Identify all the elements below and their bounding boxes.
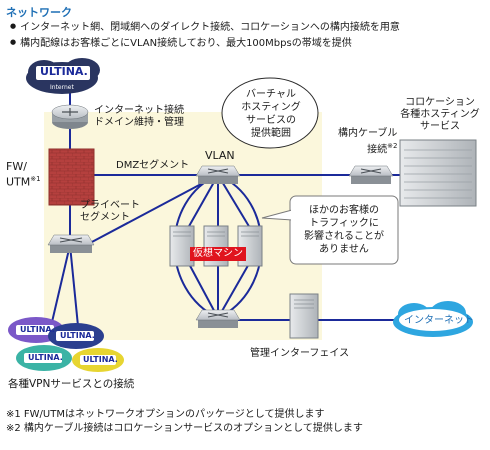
ultina-internet-label: ULTINA. — [40, 65, 88, 78]
ultina-vpn-label: ULTINA. — [28, 353, 63, 362]
traffic-note-bubble — [261, 195, 399, 265]
hosting-range-bubble — [221, 77, 319, 149]
internet-connection-label: インターネット接続 ドメイン維持・管理 — [94, 105, 184, 128]
bullet-list: インターネット網、閉域網へのダイレクト接続、コロケーションへの構内接続を用意 構… — [10, 19, 400, 51]
traffic-note-label: ほかのお客様の トラフィックに 影響されることが ありません — [304, 205, 384, 255]
campus-switch-icon — [348, 165, 394, 184]
internet-cloud-label: インターネット — [404, 315, 474, 326]
colocation-rack-icon — [399, 139, 477, 207]
page-title: ネットワーク — [6, 6, 72, 19]
router-icon — [51, 104, 89, 129]
fw-utm-label: FW/ UTM※1 — [6, 160, 41, 189]
firewall-icon — [48, 148, 95, 206]
bullet-item: インターネット網、閉域網へのダイレクト接続、コロケーションへの構内接続を用意 — [10, 19, 400, 35]
ultina-internet-cloud — [26, 58, 100, 94]
colocation-label: コロケーション 各種ホスティング サービス — [400, 97, 480, 132]
ultina-vpn-label: ULTINA. — [20, 325, 55, 334]
ultina-vpn-label: ULTINA. — [60, 331, 95, 340]
vpn-services-label: 各種VPNサービスとの接続 — [8, 378, 135, 390]
management-interface-label: 管理インターフェイス — [250, 348, 350, 359]
bullet-item: 構内配線はお客様ごとにVLAN接続しており、最大100Mbpsの帯域を提供 — [10, 35, 400, 51]
ultina-internet-sublabel: Internet — [50, 84, 74, 91]
dmz-segment-label: DMZセグメント — [116, 160, 190, 171]
footnote-1: ※1 FW/UTMはネットワークオプションのパッケージとして提供します — [6, 409, 325, 420]
vlan-switch-icon — [195, 165, 241, 184]
hosting-range-label: バーチャル ホスティング サービスの 提供範囲 — [241, 89, 301, 139]
footnote-2: ※2 構内ケーブル接続はコロケーションサービスのオプションとして提供します — [6, 423, 363, 434]
management-server-icon — [289, 293, 319, 339]
vpn-clouds — [8, 317, 124, 372]
management-switch-icon — [195, 309, 241, 328]
ultina-vpn-label: ULTINA. — [83, 355, 118, 364]
private-segment-label: プライベート セグメント — [80, 200, 140, 223]
campus-cable-label: 構内ケーブル 接続※2 — [338, 128, 398, 156]
vlan-label: VLAN — [205, 149, 235, 162]
internet-cloud-icon — [393, 301, 473, 337]
private-switch-icon — [47, 234, 95, 253]
virtual-machine-label: 仮想マシン — [190, 247, 246, 261]
